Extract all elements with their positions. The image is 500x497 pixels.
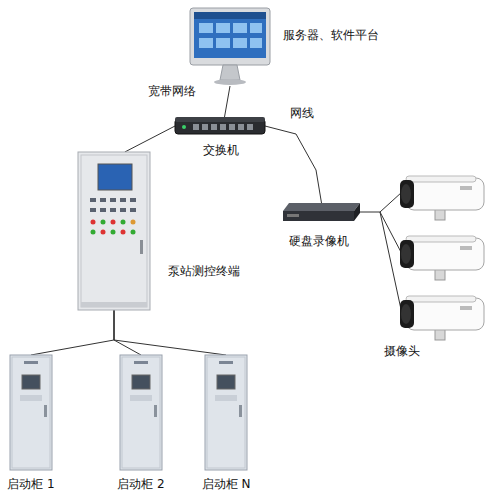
network-switch-art xyxy=(175,117,265,135)
camera-group: 摄像头 xyxy=(380,168,485,340)
device-label: 启动柜 N xyxy=(191,477,261,491)
network-cable xyxy=(31,310,114,355)
control-cabinet-art xyxy=(78,152,150,310)
network-cable xyxy=(265,126,322,203)
starter-cabinet: 启动柜 N xyxy=(205,355,247,470)
network-switch: 交换机 xyxy=(175,117,265,135)
starter-cabinet-art xyxy=(10,355,52,470)
starter-cabinet: 启动柜 1 xyxy=(10,355,52,470)
camera-group-art xyxy=(380,168,485,340)
cable-label: 宽带网络 xyxy=(148,84,196,98)
server-monitor-art xyxy=(190,8,270,86)
device-label: 启动柜 2 xyxy=(106,477,176,491)
network-cable xyxy=(114,310,141,355)
device-label: 硬盘录像机 xyxy=(289,234,349,248)
cable-label: 网线 xyxy=(290,106,314,120)
control-cabinet: 泵站测控终端 xyxy=(78,152,150,310)
starter-cabinet-art xyxy=(120,355,162,470)
device-label: 交换机 xyxy=(203,143,239,157)
device-label: 摄像头 xyxy=(384,344,420,358)
network-cable xyxy=(225,86,231,117)
device-label: 泵站测控终端 xyxy=(168,264,240,278)
network-cable xyxy=(125,126,175,152)
starter-cabinet: 启动柜 2 xyxy=(120,355,162,470)
network-cable xyxy=(114,310,226,355)
video-recorder-art xyxy=(283,203,360,221)
network-cable xyxy=(360,212,380,213)
server-monitor: 服务器、软件平台 xyxy=(190,8,270,86)
video-recorder: 硬盘录像机 xyxy=(283,203,360,221)
starter-cabinet-art xyxy=(205,355,247,470)
device-label: 启动柜 1 xyxy=(0,477,66,491)
device-label: 服务器、软件平台 xyxy=(283,28,379,42)
